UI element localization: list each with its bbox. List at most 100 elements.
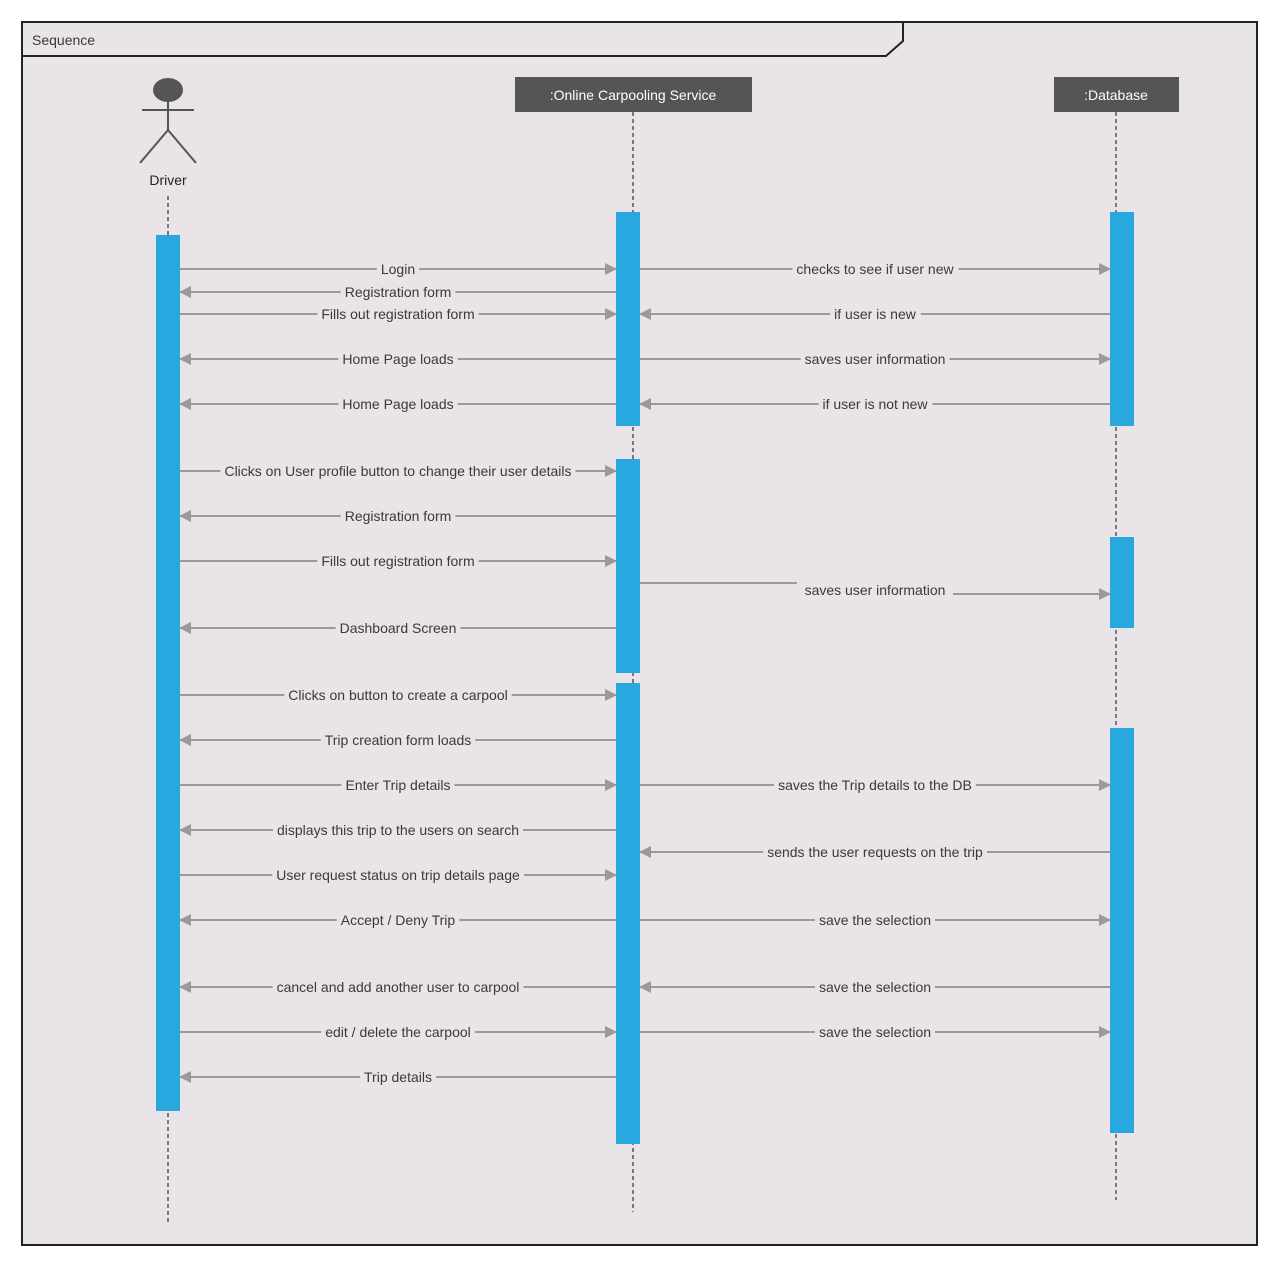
frame-tab (22, 21, 904, 57)
label-backdrop (272, 978, 524, 996)
service-activation-bar (616, 459, 640, 673)
label-backdrop (340, 507, 456, 525)
message-label: checks to see if user new (796, 261, 954, 277)
message-label: Trip details (364, 1069, 432, 1085)
message-arrow: Fills out registration form (180, 552, 617, 570)
message-label: Accept / Deny Trip (341, 912, 456, 928)
label-backdrop (335, 619, 461, 637)
label-backdrop (272, 821, 524, 839)
message-label: Enter Trip details (345, 777, 450, 793)
message-arrow: checks to see if user new (640, 260, 1111, 278)
message-arrow: User request status on trip details page (180, 866, 617, 884)
label-backdrop (774, 776, 976, 794)
driver-activation-bar (156, 235, 180, 1111)
message-arrow: displays this trip to the users on searc… (179, 821, 616, 839)
message-label: save the selection (819, 912, 931, 928)
message-label: Login (381, 261, 415, 277)
message-arrow: edit / delete the carpool (180, 1023, 617, 1041)
message-arrow: cancel and add another user to carpool (179, 978, 616, 996)
label-backdrop (814, 978, 936, 996)
message-arrow: Registration form (179, 283, 616, 301)
message-arrow: saves the Trip details to the DB (640, 776, 1111, 794)
message-arrow: saves user information (640, 581, 1110, 599)
label-backdrop (376, 260, 420, 278)
label-backdrop (818, 395, 933, 413)
message-label: if user is new (834, 306, 917, 322)
message-arrow: if user is not new (639, 395, 1110, 413)
driver-actor-icon[interactable] (139, 78, 197, 164)
label-backdrop (317, 552, 479, 570)
service-label: :Online Carpooling Service (550, 87, 717, 103)
message-arrow: Clicks on button to create a carpool (180, 686, 617, 704)
label-backdrop (220, 462, 576, 480)
message-label: User request status on trip details page (276, 867, 520, 883)
label-backdrop (814, 1023, 936, 1041)
label-backdrop (763, 843, 987, 861)
label-backdrop (800, 581, 950, 599)
driver-label: Driver (149, 172, 187, 188)
message-label: Fills out registration form (321, 306, 474, 322)
message-label: Dashboard Screen (340, 620, 457, 636)
message-label: saves user information (805, 582, 946, 598)
message-label: Clicks on button to create a carpool (288, 687, 507, 703)
message-arrow: Accept / Deny Trip (179, 911, 616, 929)
message-arrow: Home Page loads (179, 395, 616, 413)
service-participant[interactable]: :Online Carpooling Service (515, 77, 752, 112)
database-label: :Database (1084, 87, 1148, 103)
frame-label: Sequence (32, 32, 95, 48)
message-label: displays this trip to the users on searc… (277, 822, 519, 838)
message-arrow: Clicks on User profile button to change … (180, 462, 617, 480)
label-backdrop (321, 1023, 475, 1041)
message-arrow: Trip details (179, 1068, 616, 1086)
message-label: Clicks on User profile button to change … (224, 463, 571, 479)
message-arrow: Enter Trip details (180, 776, 617, 794)
message-label: Home Page loads (342, 396, 453, 412)
message-label: Trip creation form loads (325, 732, 472, 748)
message-arrow: sends the user requests on the trip (639, 843, 1110, 861)
service-activation-bar (616, 683, 640, 1144)
message-label: Registration form (345, 284, 452, 300)
database-participant[interactable]: :Database (1054, 77, 1179, 112)
service-activation-bar (616, 212, 640, 426)
label-backdrop (272, 866, 525, 884)
label-backdrop (360, 1068, 436, 1086)
label-backdrop (284, 686, 512, 704)
message-label: saves the Trip details to the DB (778, 777, 972, 793)
message-arrow: Dashboard Screen (179, 619, 616, 637)
message-label: Fills out registration form (321, 553, 474, 569)
message-label: if user is not new (822, 396, 928, 412)
message-label: Home Page loads (342, 351, 453, 367)
message-arrow: Login (180, 260, 617, 278)
messages-group: Login checks to see if user newRegistrati… (179, 260, 1111, 1086)
message-label: saves user information (805, 351, 946, 367)
label-backdrop (830, 305, 921, 323)
label-backdrop (338, 395, 458, 413)
label-backdrop (320, 731, 476, 749)
message-arrow: if user is new (639, 305, 1110, 323)
message-arrow: Home Page loads (179, 350, 616, 368)
message-label: cancel and add another user to carpool (277, 979, 520, 995)
database-activation-bar (1110, 212, 1134, 426)
message-label: sends the user requests on the trip (767, 844, 983, 860)
label-backdrop (340, 283, 456, 301)
message-label: Registration form (345, 508, 452, 524)
label-backdrop (317, 305, 479, 323)
label-backdrop (814, 911, 936, 929)
label-backdrop (792, 260, 959, 278)
message-arrow: Trip creation form loads (179, 731, 616, 749)
label-backdrop (341, 776, 455, 794)
message-arrow: Registration form (179, 507, 616, 525)
message-label: save the selection (819, 1024, 931, 1040)
message-label: edit / delete the carpool (325, 1024, 471, 1040)
database-activation-bar (1110, 537, 1134, 628)
message-arrow: save the selection (640, 1023, 1111, 1041)
label-backdrop (800, 350, 950, 368)
message-arrow: save the selection (639, 978, 1110, 996)
message-arrow: saves user information (640, 350, 1111, 368)
label-backdrop (338, 350, 458, 368)
message-arrow: save the selection (640, 911, 1111, 929)
message-label: save the selection (819, 979, 931, 995)
label-backdrop (336, 911, 460, 929)
database-activation-bar (1110, 728, 1134, 1133)
